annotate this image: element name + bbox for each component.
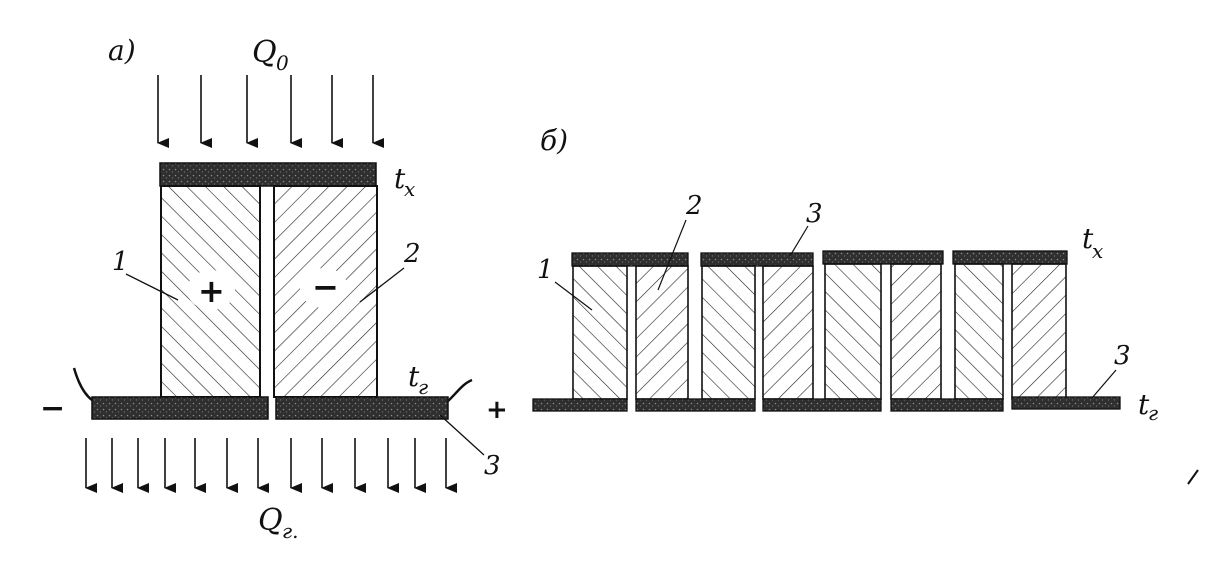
hot-temp-label: t г [408, 360, 428, 399]
heat-out-arrows [85, 438, 457, 493]
heat-in-subscript: 0 [276, 51, 289, 75]
hot-plate [762, 398, 882, 412]
hot-temp-subscript: г [1148, 401, 1158, 425]
panel-a-label: а) [108, 34, 136, 67]
cold-temp-label: t x [394, 162, 415, 201]
heat-in-arrows [157, 75, 384, 148]
lead-wire-right [447, 378, 473, 402]
cold-temp-subscript: x [1092, 239, 1103, 263]
hot-plate [1011, 396, 1121, 410]
leg-p-leader [554, 281, 593, 311]
cold-plate [700, 252, 814, 267]
leg-p-leader [125, 273, 179, 301]
heat-in-label: Q 0 [252, 35, 289, 75]
hot-temp-symbol: t [1138, 388, 1150, 421]
cold-junction-plate [159, 162, 377, 187]
n-type-leg [1011, 263, 1067, 400]
heat-out-subscript: г. [282, 519, 298, 543]
leg-n-number: 2 [403, 239, 421, 269]
hot-plate [635, 398, 756, 412]
leg-p-number: 1 [537, 255, 554, 285]
hot-temp-subscript: г [418, 375, 428, 399]
terminal-negative: − [40, 391, 65, 426]
cold-plate [822, 250, 944, 265]
cold-temp-subscript: x [404, 177, 415, 201]
cold-temp-label: t x [1082, 222, 1103, 263]
leg-p-number: 1 [112, 247, 129, 277]
n-type-sign: − [312, 268, 339, 306]
heat-in-symbol: Q [252, 35, 277, 70]
hot-junction-plate-right [275, 396, 449, 420]
cold-temp-symbol: t [1082, 222, 1094, 255]
hot-temp-label: t г [1138, 388, 1158, 425]
p-type-leg [954, 263, 1004, 400]
p-type-sign: + [198, 272, 225, 310]
diagram-a: а) Q 0 + − − + [40, 34, 508, 543]
hot-plate [890, 398, 1004, 412]
leg-n-leader [359, 267, 405, 303]
plate-bottom-leader [1091, 369, 1117, 399]
plate-leader [439, 414, 485, 456]
leg-n-number: 2 [685, 191, 703, 221]
p-type-leg [824, 263, 882, 400]
heat-out-label: Q г. [258, 503, 298, 543]
n-type-leg [762, 265, 814, 400]
diagram-b: б) 1 2 3 3 t x t [532, 124, 1158, 425]
p-type-leg [701, 265, 756, 400]
heat-out-symbol: Q [258, 503, 283, 538]
plate-number: 3 [484, 451, 501, 481]
n-sign-bubble [300, 268, 348, 308]
plate-bottom-number: 3 [1114, 341, 1131, 371]
scan-mark [1187, 469, 1199, 485]
leg-n-leader [657, 219, 687, 291]
cold-plate [952, 250, 1068, 265]
plate-top-leader [789, 225, 809, 257]
cold-temp-symbol: t [394, 162, 406, 195]
n-type-leg [890, 263, 942, 400]
panel-b-label: б) [540, 124, 568, 157]
plate-top-number: 3 [806, 199, 823, 229]
hot-junction-plate-left [91, 396, 269, 420]
hot-plate [532, 398, 628, 412]
p-type-leg [572, 265, 628, 400]
p-sign-bubble [187, 270, 235, 310]
terminal-positive: + [486, 395, 508, 425]
lead-wire-left [72, 367, 93, 401]
hot-temp-symbol: t [408, 360, 420, 393]
n-type-leg [635, 265, 689, 400]
cold-plate [571, 252, 689, 267]
